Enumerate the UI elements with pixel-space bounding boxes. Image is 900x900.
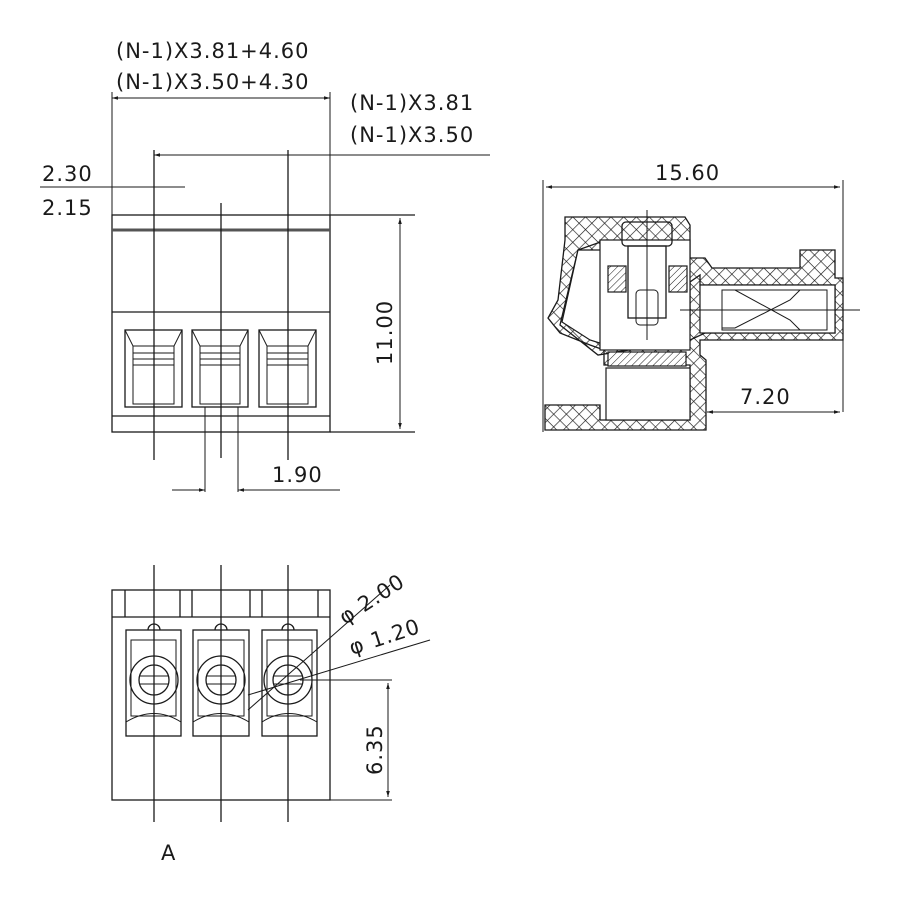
dim-height: 11.00: [373, 300, 397, 365]
front-view: (N-1)X3.81+4.60 (N-1)X3.50+4.30 (N-1)X3.…: [40, 39, 490, 492]
top-view: φ 2.00 φ 1.20 6.35 A: [111, 565, 431, 865]
dim-offset-a: 2.30: [42, 162, 93, 186]
dim-pitch-total-a: (N-1)X3.81+4.60: [116, 39, 310, 63]
dim-pitch-total-b: (N-1)X3.50+4.30: [116, 70, 310, 94]
dim-screw-offset: 6.35: [363, 724, 387, 775]
view-label: A: [161, 841, 176, 865]
dim-pitch-a: (N-1)X3.81: [350, 91, 474, 115]
side-view-section: 15.60 7.20: [542, 161, 860, 432]
dim-pin-length: 7.20: [740, 385, 791, 409]
dim-pitch-b: (N-1)X3.50: [350, 123, 474, 147]
dim-depth: 15.60: [655, 161, 720, 185]
dim-offset-b: 2.15: [42, 196, 93, 220]
dim-opening-width: 1.90: [272, 463, 323, 487]
wire-slot: [191, 329, 249, 408]
